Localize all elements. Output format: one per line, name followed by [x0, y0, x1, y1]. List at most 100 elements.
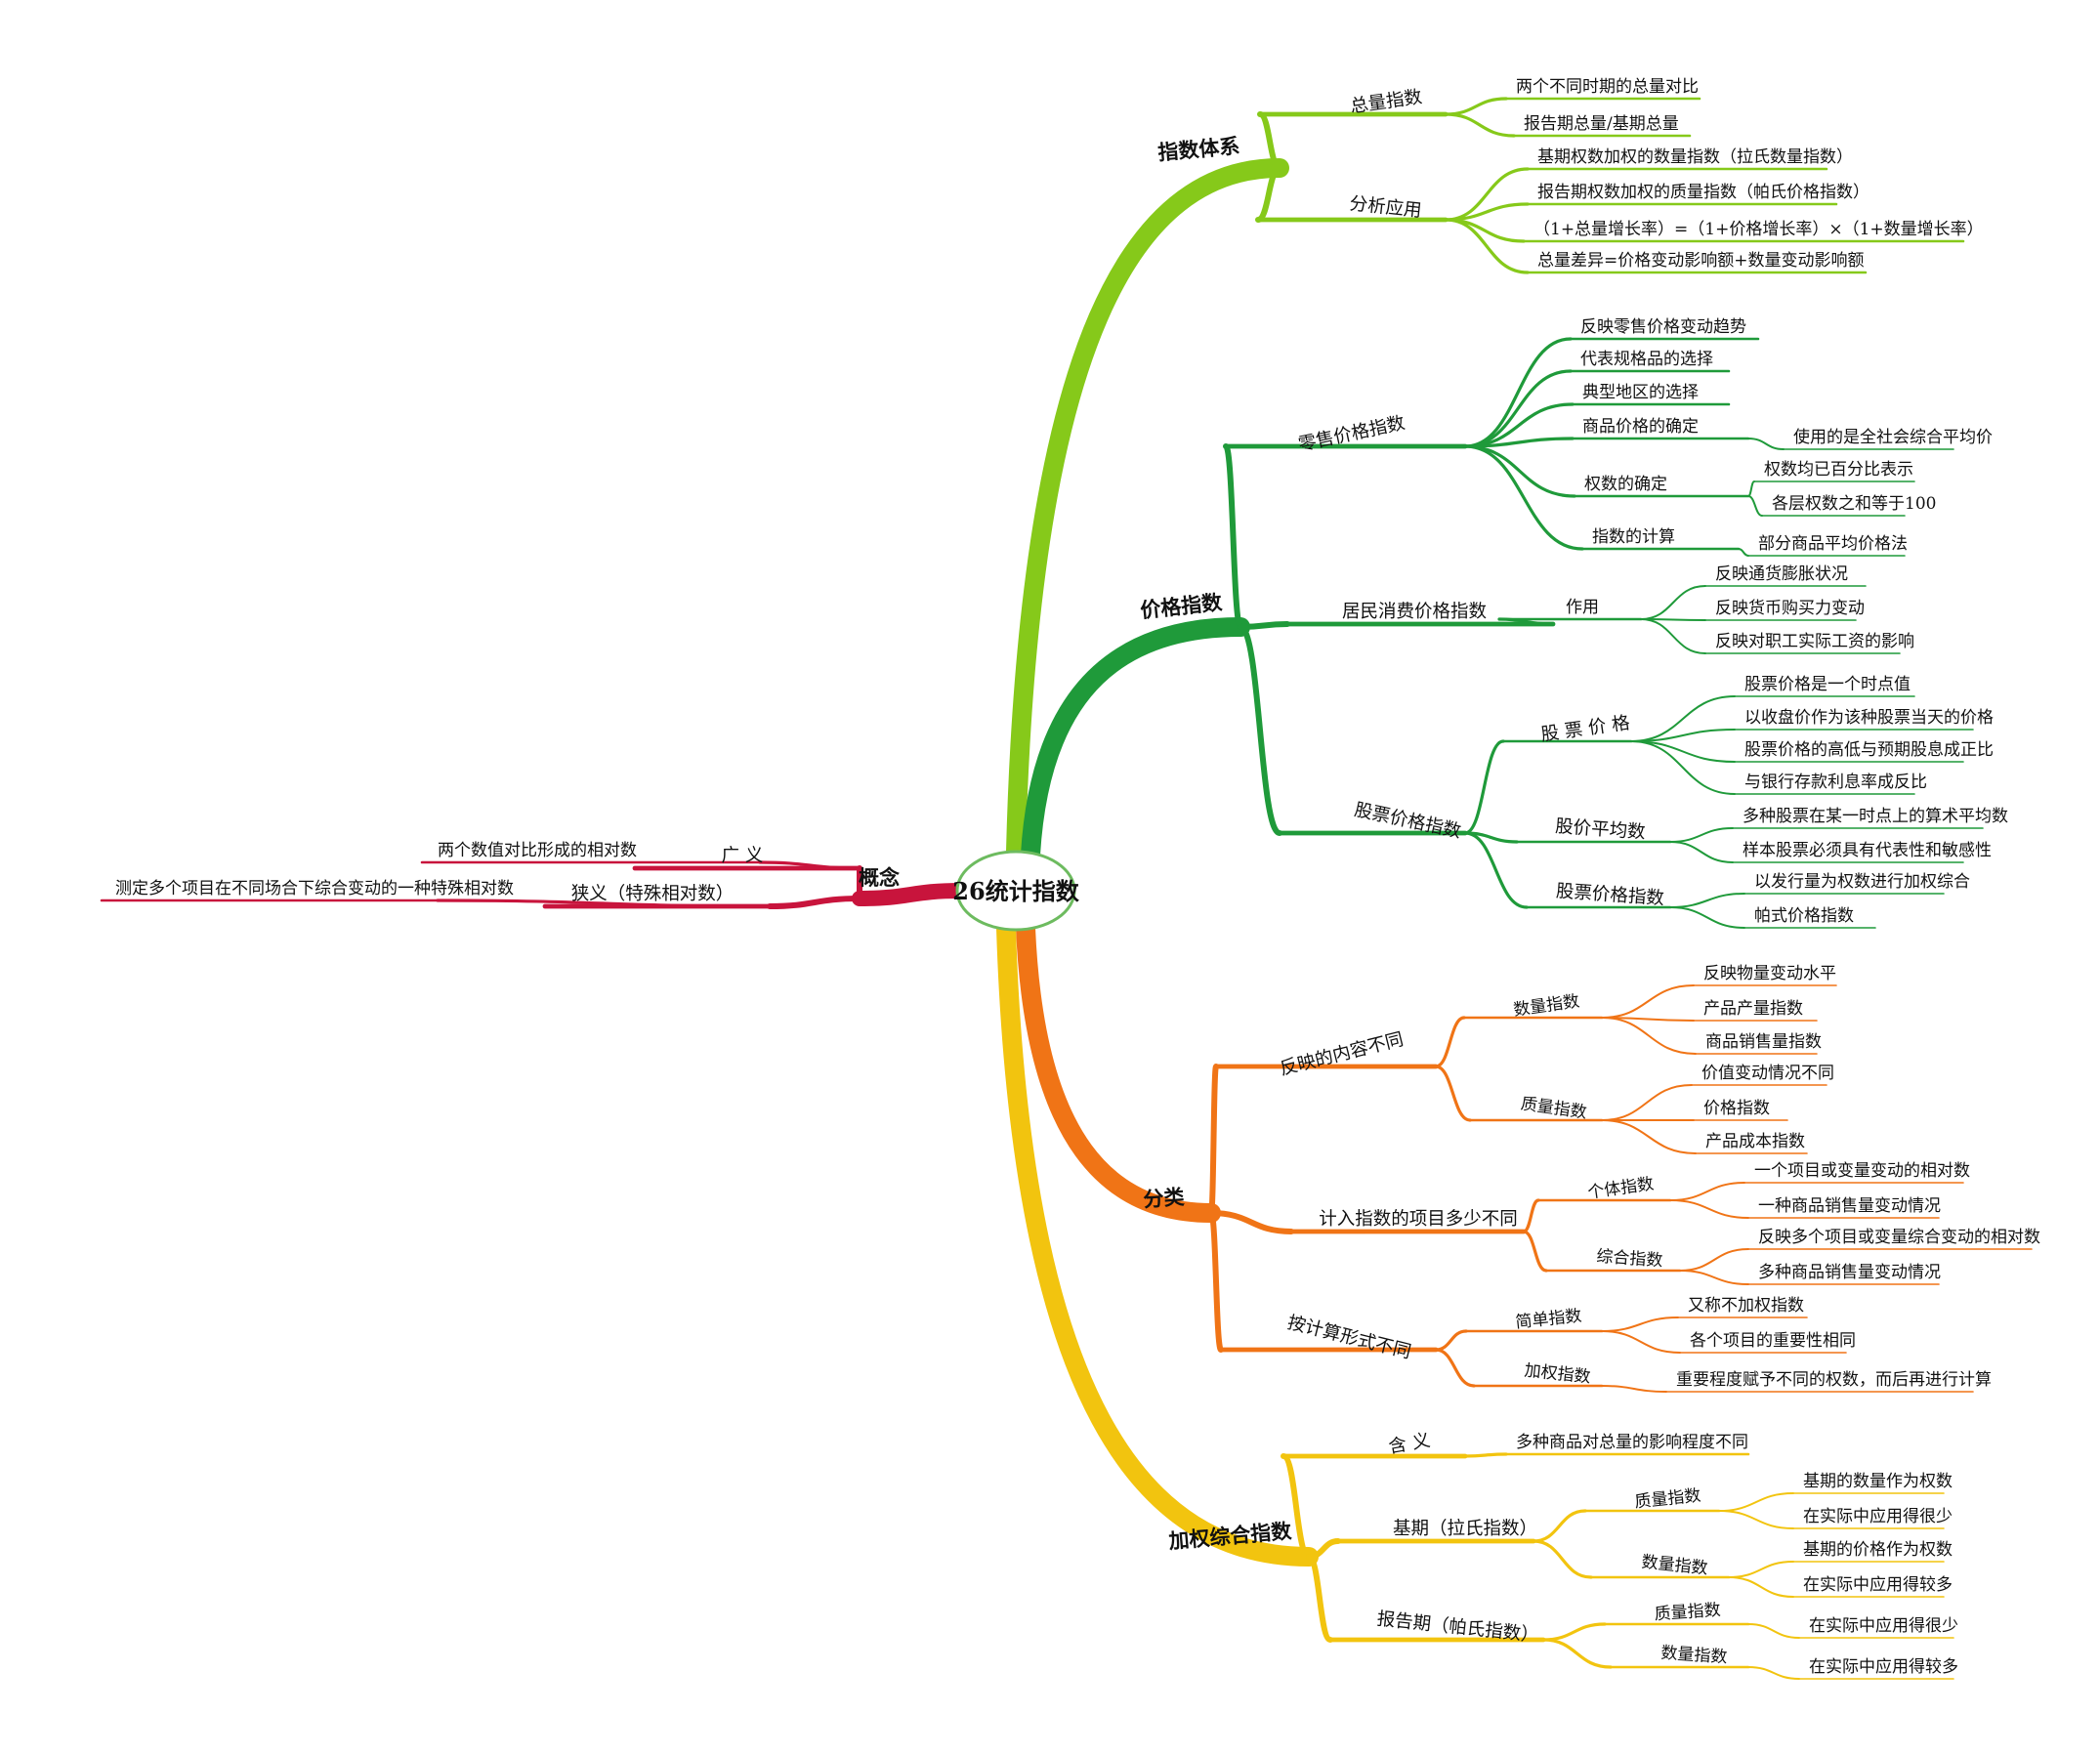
branch-line	[1669, 1199, 1749, 1219]
leaf-label[interactable]: 在实际中应用得较多	[1809, 1657, 1958, 1677]
branch-label[interactable]: 质量指数	[1654, 1601, 1721, 1625]
leaf-label[interactable]: 以发行量为权数进行加权综合	[1754, 872, 1970, 892]
branch-line	[1463, 369, 1573, 448]
leaf-label[interactable]: 反映通货膨胀状况	[1715, 564, 1848, 584]
leaf-label[interactable]: 权数均已百分比表示	[1764, 460, 1913, 480]
branch-label[interactable]: 反映零售价格变动趋势	[1580, 317, 1746, 337]
branch-label[interactable]: 代表规格品的选择	[1580, 350, 1713, 369]
branch-label[interactable]: 数量指数	[1512, 991, 1580, 1020]
leaf-label[interactable]: 各个项目的重要性相同	[1690, 1331, 1856, 1351]
leaf-label[interactable]: 在实际中应用得较多	[1803, 1575, 1953, 1595]
branch-label[interactable]: 基期权数加权的数量指数（拉氏数量指数）	[1537, 147, 1853, 167]
branch-label[interactable]: 狭义（特殊相对数）	[571, 884, 735, 904]
central-topic[interactable]: 26统计指数	[952, 850, 1080, 932]
branch-label[interactable]: 报告期总量/基期总量	[1524, 114, 1679, 134]
branch-label[interactable]: 反映的内容不同	[1278, 1029, 1406, 1080]
branch-label[interactable]: 作用	[1566, 598, 1599, 617]
leaf-label[interactable]: 商品销售量指数	[1705, 1032, 1822, 1052]
branch-label[interactable]: 广 义	[722, 846, 764, 866]
branch-label[interactable]: 权数的确定	[1584, 475, 1667, 494]
branch-label[interactable]: 加权指数	[1524, 1361, 1592, 1388]
branch-label[interactable]: 多种商品对总量的影响程度不同	[1516, 1433, 1748, 1452]
branch-label[interactable]: 总量差异=价格变动影响额+数量变动影响额	[1537, 251, 1865, 271]
leaf-label[interactable]: 各层权数之和等于100	[1772, 494, 1936, 514]
leaf-label[interactable]: 在实际中应用得很少	[1809, 1616, 1958, 1636]
branch-line	[1463, 444, 1584, 551]
leaf-label[interactable]: 多种股票在某一时点上的算术平均数	[1743, 807, 2008, 826]
branch-line	[1463, 1452, 1508, 1458]
leaf-label[interactable]: 价格指数	[1703, 1099, 1770, 1118]
branch-label[interactable]: 数量指数	[1641, 1553, 1709, 1579]
leaf-label[interactable]: 基期的价格作为权数	[1803, 1540, 1953, 1560]
branch-line	[1208, 1210, 1224, 1353]
main-branch-label[interactable]: 指数体系	[1156, 133, 1240, 164]
branch-label[interactable]: 含 义	[1387, 1431, 1432, 1458]
leaf-label[interactable]: 与银行存款利息率成反比	[1744, 773, 1927, 792]
branch-label[interactable]: 股票价格指数	[1353, 800, 1463, 843]
branch-label[interactable]: 基期（拉氏指数）	[1393, 1519, 1537, 1539]
main-branch-label[interactable]: 概念	[859, 865, 900, 890]
branch-label[interactable]: 计入指数的项目多少不同	[1319, 1209, 1518, 1230]
branch-line	[1669, 1182, 1745, 1201]
leaf-label[interactable]: 以收盘价作为该种股票当天的价格	[1744, 708, 1994, 728]
leaf-label[interactable]: 样本股票必须具有代表性和敏感性	[1743, 841, 1992, 860]
branch-line	[1669, 906, 1745, 929]
branch-label[interactable]: 商品价格的确定	[1582, 417, 1699, 437]
branch-label[interactable]: 报告期权数加权的质量指数（帕氏价格指数）	[1537, 183, 1869, 202]
main-branch-line	[1016, 918, 1221, 1223]
branch-label[interactable]: 测定多个项目在不同场合下综合变动的一种特殊相对数	[115, 879, 514, 898]
branch-line	[1747, 481, 1755, 497]
leaf-label[interactable]: 部分商品平均价格法	[1758, 534, 1908, 554]
leaf-label[interactable]: 反映多个项目或变量综合变动的相对数	[1758, 1228, 2040, 1247]
leaf-label[interactable]: 重要程度赋予不同的权数，而后再进行计算	[1676, 1370, 1992, 1390]
leaf-label[interactable]: 使用的是全社会综合平均价	[1793, 427, 1993, 447]
branch-label[interactable]: 数量指数	[1660, 1644, 1728, 1668]
branch-line	[1238, 624, 1282, 836]
leaf-label[interactable]: 帕式价格指数	[1754, 906, 1854, 926]
leaf-label[interactable]: 产品成本指数	[1705, 1132, 1805, 1151]
leaf-label[interactable]: 一种商品销售量变动情况	[1758, 1196, 1941, 1216]
central-topic-bubble[interactable]	[955, 850, 1076, 932]
branch-label[interactable]: 指数的计算	[1592, 527, 1675, 547]
branch-label[interactable]: 零售价格指数	[1296, 413, 1407, 456]
central-topic-label: 26统计指数	[952, 877, 1079, 905]
main-branch-label[interactable]: 分类	[1143, 1185, 1187, 1212]
branch-label[interactable]: 居民消费价格指数	[1342, 602, 1487, 622]
branch-line	[1679, 1248, 1749, 1272]
branch-label[interactable]: 综合指数	[1596, 1247, 1663, 1272]
leaf-label[interactable]: 反映货币购买力变动	[1715, 599, 1865, 618]
leaf-label[interactable]: 价值变动情况不同	[1701, 1064, 1834, 1083]
leaf-label[interactable]: 反映物量变动水平	[1703, 964, 1836, 983]
leaf-label[interactable]: 股票价格是一个时点值	[1744, 675, 1911, 694]
branch-label[interactable]: （1+总量增长率）=（1+价格增长率）×（1+数量增长率）	[1533, 220, 1984, 239]
branch-line	[1679, 1270, 1749, 1285]
branch-label[interactable]: 个体指数	[1586, 1174, 1655, 1202]
branch-label[interactable]: 分析应用	[1349, 193, 1423, 222]
branch-label[interactable]: 典型地区的选择	[1582, 383, 1699, 402]
branch-line	[1444, 97, 1508, 116]
branch-line	[1669, 841, 1734, 863]
leaf-label[interactable]: 产品产量指数	[1703, 999, 1803, 1019]
leaf-label[interactable]: 基期的数量作为权数	[1803, 1472, 1953, 1491]
branch-label[interactable]: 两个数值对比形成的相对数	[438, 841, 637, 860]
leaf-label[interactable]: 一个项目或变量变动的相对数	[1754, 1161, 1970, 1181]
branch-label[interactable]: 简单指数	[1515, 1307, 1583, 1333]
branch-label[interactable]: 质量指数	[1520, 1094, 1588, 1122]
leaf-label[interactable]: 又称不加权指数	[1688, 1296, 1804, 1316]
main-branch-label[interactable]: 价格指数	[1139, 590, 1224, 623]
branch-line	[1281, 1453, 1312, 1560]
leaf-label[interactable]: 反映对职工实际工资的影响	[1715, 632, 1914, 651]
branch-label[interactable]: 两个不同时期的总量对比	[1516, 77, 1699, 97]
branch-line	[1728, 1561, 1794, 1578]
branch-line	[1532, 1509, 1587, 1543]
branch-label[interactable]: 按计算形式不同	[1285, 1313, 1413, 1363]
branch-line	[1718, 1492, 1794, 1512]
branch-label[interactable]: 股价平均数	[1555, 816, 1647, 843]
branch-line	[1434, 1065, 1472, 1122]
branch-label[interactable]: 股票价格指数	[1555, 881, 1664, 909]
branch-label[interactable]: 质量指数	[1634, 1486, 1702, 1513]
leaf-label[interactable]: 多种商品销售量变动情况	[1758, 1263, 1941, 1282]
leaf-label[interactable]: 在实际中应用得很少	[1803, 1507, 1953, 1526]
branch-line	[1238, 621, 1290, 630]
leaf-label[interactable]: 股票价格的高低与预期股息成正比	[1744, 740, 1994, 760]
